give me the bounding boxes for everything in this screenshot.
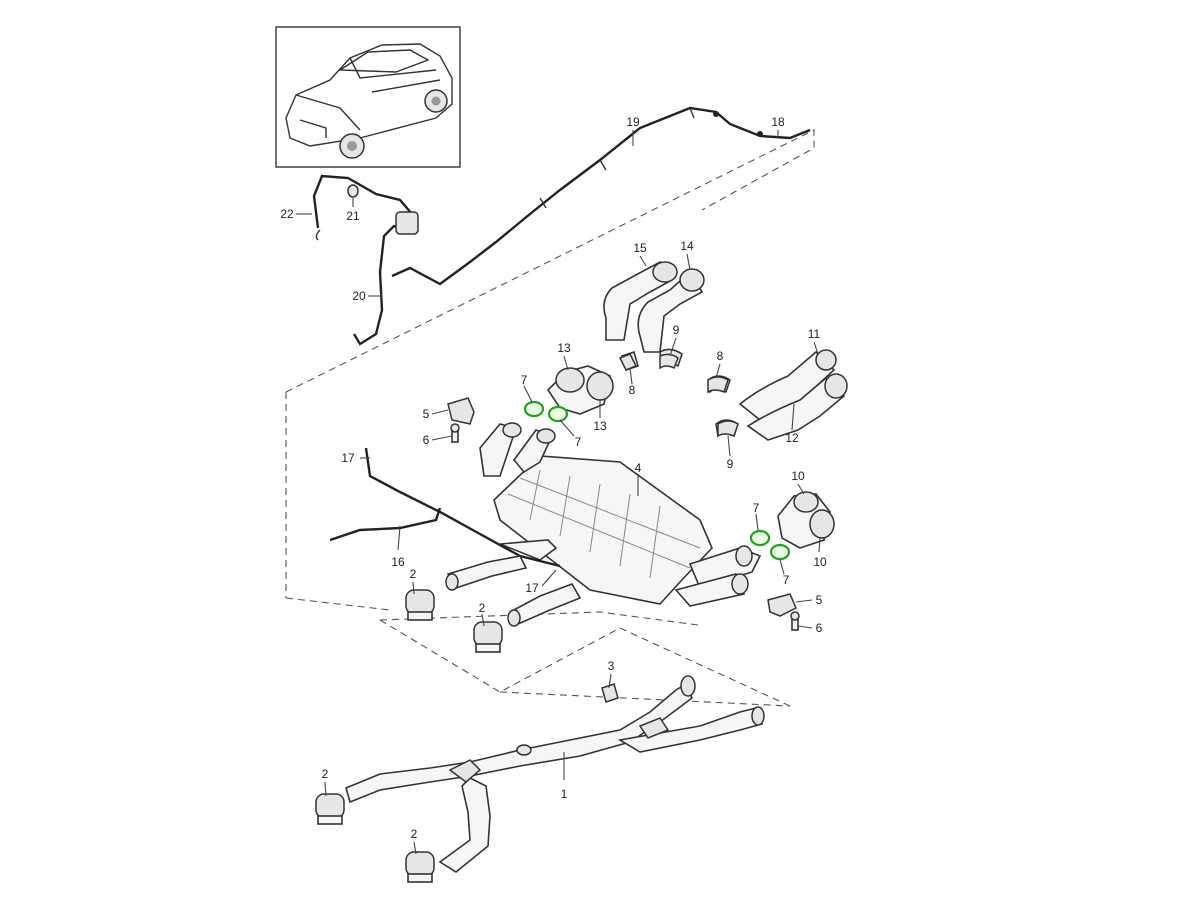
label-7: 7 xyxy=(521,373,528,387)
label-9: 9 xyxy=(727,457,734,471)
leader-lines xyxy=(296,130,821,855)
tailpipe-10 xyxy=(777,491,835,549)
label-19: 19 xyxy=(626,115,640,129)
clamp-2-d xyxy=(405,851,435,883)
label-1: 1 xyxy=(561,787,568,801)
label-17: 17 xyxy=(341,451,355,465)
tailpipe-13 xyxy=(546,365,614,415)
label-2: 2 xyxy=(411,827,418,841)
vehicle-thumbnail xyxy=(275,26,461,168)
label-5: 5 xyxy=(423,407,430,421)
clamp-2-group xyxy=(315,589,503,883)
label-12: 12 xyxy=(785,431,799,445)
label-2: 2 xyxy=(479,601,486,615)
label-11: 11 xyxy=(808,327,821,341)
label-17: 17 xyxy=(525,581,539,595)
front-pipe-1 xyxy=(345,675,765,873)
label-15: 15 xyxy=(633,241,647,255)
bracket-5-upper xyxy=(447,397,475,443)
clamp-2-b xyxy=(473,621,503,653)
clamps-8-9 xyxy=(618,353,739,438)
rear-muffler xyxy=(479,422,762,607)
label-21: 21 xyxy=(346,209,360,223)
label-20: 20 xyxy=(352,289,366,303)
label-13: 13 xyxy=(557,341,571,355)
label-13: 13 xyxy=(593,419,607,433)
label-7: 7 xyxy=(783,573,790,587)
tailpipe-11-12 xyxy=(707,349,848,441)
bracket-5-lower xyxy=(767,593,800,631)
label-6: 6 xyxy=(423,433,430,447)
label-2: 2 xyxy=(410,567,417,581)
label-3: 3 xyxy=(608,659,615,673)
label-10: 10 xyxy=(813,555,827,569)
hanger-3 xyxy=(601,683,619,703)
highlighted-clamps-7 xyxy=(523,400,791,561)
intermediate-pipes xyxy=(445,555,582,627)
clamp-2-a xyxy=(405,589,435,621)
label-22: 22 xyxy=(280,207,294,221)
label-2: 2 xyxy=(322,767,329,781)
label-10: 10 xyxy=(791,469,805,483)
label-16: 16 xyxy=(391,555,405,569)
label-4: 4 xyxy=(635,461,642,475)
assembly-boundaries xyxy=(285,129,815,707)
label-14: 14 xyxy=(680,239,694,253)
label-5: 5 xyxy=(816,593,823,607)
label-6: 6 xyxy=(816,621,823,635)
label-8: 8 xyxy=(629,383,636,397)
label-7: 7 xyxy=(753,501,760,515)
label-7: 7 xyxy=(575,435,582,449)
label-8: 8 xyxy=(717,349,724,363)
tailpipe-14-15 xyxy=(603,260,705,371)
clamp-2-c xyxy=(315,793,345,825)
label-9: 9 xyxy=(673,323,680,337)
part-number-labels: 1 2 2 2 2 2 3 4 5 5 6 6 7 7 7 7 8 8 9 9 … xyxy=(280,115,827,841)
label-18: 18 xyxy=(771,115,785,129)
hose-20-assembly xyxy=(312,174,419,346)
vent-hose-19 xyxy=(391,106,811,286)
